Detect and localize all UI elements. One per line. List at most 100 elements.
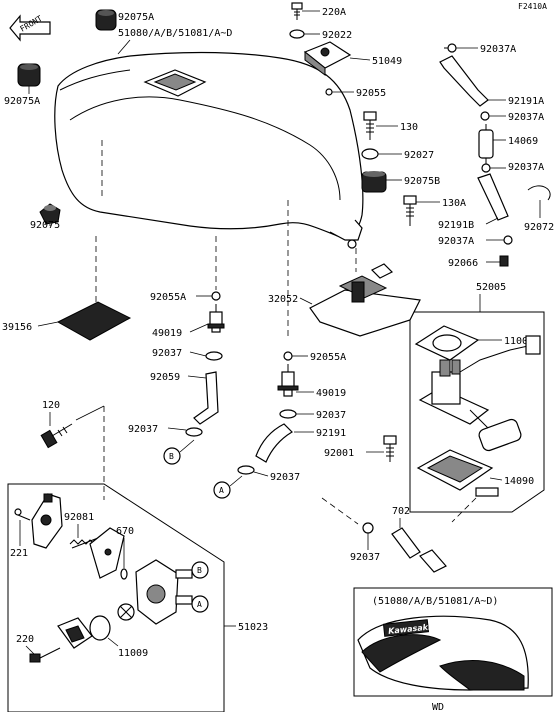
filter-screen [117,603,135,621]
callout-51023: 51023 [238,622,268,633]
valve-49019-1 [207,304,225,333]
hose-92191A [439,55,489,107]
petcock-knob [57,617,93,649]
connector-b-lower: B [191,561,209,579]
hose-92191B [477,173,509,221]
callout-92075A-top: 92075A [118,12,154,23]
callout-92059: 92059 [150,372,180,383]
callout-92055A-2: 92055A [310,352,346,363]
inset-title: (51080/A/B/51081/A~D) [372,596,498,607]
gasket-11009A [414,325,480,361]
gasket-11009 [89,615,111,641]
front-arrow: FRONT [9,14,51,42]
callout-220: 220 [16,634,34,645]
svg-text:B: B [197,566,202,575]
screw-220 [29,647,61,663]
valve-49019-2 [277,364,299,397]
callout-221: 221 [10,548,28,559]
bolt-92001 [383,435,397,462]
diagram-code: F2410A [518,2,547,11]
callout-92081: 92081 [64,512,94,523]
oring-670 [120,568,128,580]
ring-92055A-1 [211,291,221,301]
callout-92022: 92022 [322,30,352,41]
hose-92191 [255,423,293,463]
cap-bracket-51049 [303,41,352,76]
band-92072 [527,185,551,201]
callout-92037A-4: 92037A [438,236,474,247]
petcock-lever [31,493,63,549]
petcock-group-box [7,483,225,712]
clamp-92037-3 [185,427,203,437]
callout-92066: 92066 [448,258,478,269]
petcock-plate [89,527,125,579]
inset-caption: WD [432,702,444,712]
callout-220A: 220A [322,7,346,18]
callout-92037-4: 92037 [270,472,300,483]
clamp-92037A-1 [444,43,457,53]
callout-702: 702 [392,506,410,517]
callout-92037-2: 92037 [316,410,346,421]
bolt-130A [403,195,417,226]
bolt-220A [291,2,303,20]
callout-92037-3: 92037 [128,424,158,435]
ring-92055A-2 [283,351,293,361]
callout-52005: 52005 [476,282,506,293]
petcock-body [135,559,193,625]
rubber-92075 [39,203,61,225]
callout-92027: 92027 [404,150,434,161]
callout-92072: 92072 [524,222,554,233]
pump-base-14090 [416,449,499,497]
rubber-92075A-top [95,9,117,31]
callout-39156: 39156 [2,322,32,333]
clamp-92037A-3 [481,163,491,173]
hose-92059 [193,371,219,425]
tube-702 [391,527,447,573]
callout-92055A-1: 92055A [150,292,186,303]
callout-92037A-1: 92037A [480,44,516,55]
inset-brand-badge: Kawasaki [388,622,432,635]
callout-14069: 14069 [508,136,538,147]
bracket-32052 [309,263,421,337]
clamp-92037-1 [205,351,223,361]
callout-11009A: 11009A [504,336,540,347]
clamp-92037-2 [279,409,297,419]
callout-92191A: 92191A [508,96,544,107]
callout-120: 120 [42,400,60,411]
svg-text:A: A [219,486,224,495]
tank-variant-inset: (51080/A/B/51081/A~D) Kawasaki [353,587,553,697]
connector-b-upper: B [163,439,195,465]
clamp-92037A-2 [480,111,490,121]
callout-130: 130 [400,122,418,133]
screw-221 [14,508,31,521]
callout-92191B: 92191B [438,220,474,231]
callout-92037-1: 92037 [152,348,182,359]
pad-39156 [56,301,132,341]
filter-14069 [478,124,494,164]
callout-49019-1: 49019 [152,328,182,339]
collar-92027 [361,148,379,160]
pump-group-52005: 52005 [409,282,545,513]
svg-text:A: A [197,600,202,609]
callout-51049: 51049 [372,56,402,67]
fuel-pump-assembly [418,335,541,452]
connector-a-upper: A [213,475,243,499]
bolt-130 [363,111,377,140]
fuel-tank [54,51,364,249]
callout-670: 670 [116,526,134,537]
connector-a-lower: A [191,595,209,613]
washer-92022 [289,29,305,39]
callout-92191: 92191 [316,428,346,439]
callout-11009: 11009 [118,648,148,659]
callout-92075B: 92075B [404,176,440,187]
callout-92055: 92055 [356,88,386,99]
callout-92037-5: 92037 [350,552,380,563]
callout-92001: 92001 [324,448,354,459]
callout-92075: 92075 [30,220,60,231]
callout-49019-2: 49019 [316,388,346,399]
clamp-92037-5 [362,522,374,534]
callout-130A: 130A [442,198,466,209]
callout-92037A-3: 92037A [508,162,544,173]
rubber-92075B [361,171,387,193]
